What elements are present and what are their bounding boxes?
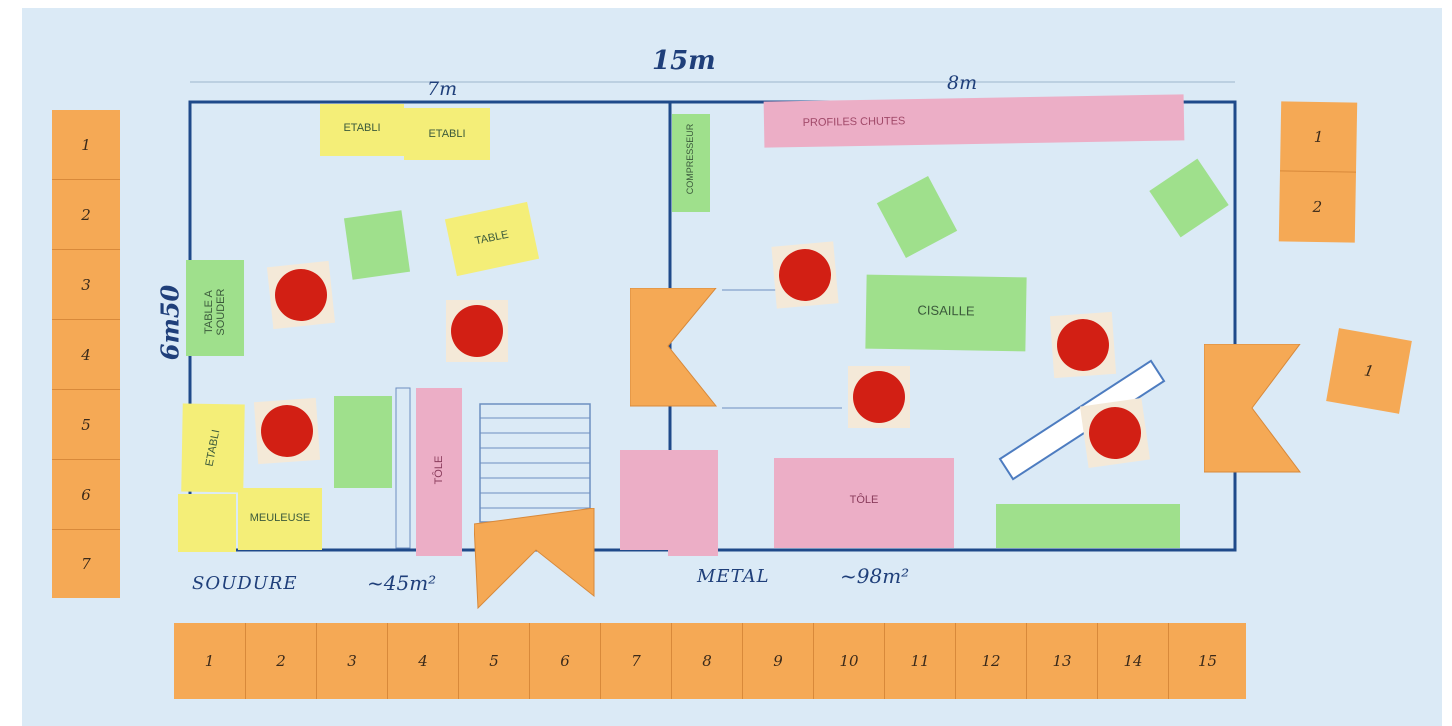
pink-block-1 bbox=[620, 450, 668, 550]
bottom-ruler-cell: 3 bbox=[317, 623, 388, 699]
bottom-ruler-cell: 2 bbox=[246, 623, 317, 699]
left-ruler-cell: 2 bbox=[52, 180, 120, 250]
left-ruler-cell: 5 bbox=[52, 390, 120, 460]
profiles-chutes: PROFILES CHUTES bbox=[763, 94, 1185, 148]
etabli-top-1: ETABLI bbox=[320, 104, 404, 156]
bottom-ruler-cell: 14 bbox=[1098, 623, 1169, 699]
bottom-ruler-cell: 9 bbox=[743, 623, 814, 699]
right-width-label: 8m bbox=[947, 72, 978, 94]
right-single-square: 1 bbox=[1326, 328, 1412, 414]
etabli-left-label: ETABLI bbox=[203, 428, 223, 468]
zone-soudure-area: ~45m² bbox=[367, 571, 437, 595]
compresseur-label: COMPRESSEUR bbox=[685, 123, 696, 195]
red-dot bbox=[259, 403, 315, 459]
machine-dot bbox=[848, 366, 910, 428]
cisaille: CISAILLE bbox=[865, 274, 1027, 352]
etabli-top-1-label: ETABLI bbox=[343, 122, 381, 134]
etabli-top-2: ETABLI bbox=[404, 108, 490, 160]
door-left-partition bbox=[630, 288, 718, 407]
tole-left-label: TÔLE bbox=[432, 455, 445, 485]
yellow-block bbox=[178, 494, 236, 552]
machine-dot bbox=[1049, 311, 1117, 379]
green-note-small-1 bbox=[343, 210, 411, 280]
red-dot bbox=[451, 305, 503, 357]
bottom-ruler-cell: 8 bbox=[672, 623, 743, 699]
tole-left: TÔLE bbox=[416, 388, 462, 556]
right-ruler-cell: 1 bbox=[1280, 101, 1358, 173]
tole-right: TÔLE bbox=[774, 458, 954, 548]
staircase bbox=[479, 403, 591, 523]
left-width-label: 7m bbox=[427, 78, 458, 100]
zone-metal-area: ~98m² bbox=[840, 564, 910, 588]
green-note-tall-left bbox=[334, 396, 392, 488]
zone-soudure-label: SOUDURE bbox=[192, 573, 298, 594]
machine-dot bbox=[253, 397, 321, 465]
bottom-ruler: 1 2 3 4 5 6 7 8 9 10 11 12 13 14 15 bbox=[174, 623, 1246, 699]
bottom-ruler-cell: 5 bbox=[459, 623, 530, 699]
right-ruler: 1 2 bbox=[1278, 101, 1358, 243]
green-note-bottom-right bbox=[996, 504, 1180, 548]
etabli-top-2-label: ETABLI bbox=[428, 128, 466, 140]
bottom-ruler-cell: 4 bbox=[388, 623, 459, 699]
bottom-ruler-cell: 1 bbox=[174, 623, 246, 699]
right-ruler-cell: 2 bbox=[1312, 197, 1323, 217]
zone-metal-label: METAL bbox=[697, 566, 770, 587]
profiles-chutes-label: PROFILES CHUTES bbox=[802, 115, 906, 129]
left-ruler-cell: 1 bbox=[52, 110, 120, 180]
door-right-wall bbox=[1204, 344, 1301, 473]
etabli-left: ETABLI bbox=[181, 403, 245, 493]
red-dot bbox=[1055, 317, 1111, 373]
red-dot bbox=[1085, 403, 1145, 463]
bottom-ruler-cell: 13 bbox=[1027, 623, 1098, 699]
left-ruler-cell: 6 bbox=[52, 460, 120, 530]
red-dot bbox=[776, 246, 834, 304]
bottom-ruler-cell: 7 bbox=[601, 623, 672, 699]
right-single-label: 1 bbox=[1362, 361, 1376, 381]
machine-dot bbox=[771, 241, 839, 309]
bottom-ruler-cell: 12 bbox=[956, 623, 1027, 699]
left-ruler-cell: 4 bbox=[52, 320, 120, 390]
left-ruler-cell: 3 bbox=[52, 250, 120, 320]
meuleuse: MEULEUSE bbox=[238, 488, 322, 550]
left-ruler: 1 2 3 4 5 6 7 bbox=[52, 110, 120, 598]
machine-dot bbox=[446, 300, 508, 362]
bottom-ruler-cell: 11 bbox=[885, 623, 956, 699]
machine-dot bbox=[266, 260, 336, 330]
tole-right-label: TÔLE bbox=[849, 494, 879, 506]
table-a-souder: TABLE A SOUDER bbox=[186, 260, 244, 356]
floor-plan-board: 15m 7m 8m 6m50 SOUDURE ~45m² METAL ~98m²… bbox=[22, 8, 1442, 726]
total-width-label: 15m bbox=[652, 46, 716, 76]
compresseur: COMPRESSEUR bbox=[672, 114, 710, 212]
table-top-label: TABLE bbox=[473, 228, 510, 248]
bottom-ruler-cell: 15 bbox=[1197, 652, 1218, 670]
bottom-ruler-cell: 6 bbox=[530, 623, 601, 699]
left-ruler-cell: 7 bbox=[81, 555, 91, 573]
table-a-souder-label: TABLE A SOUDER bbox=[202, 288, 227, 336]
red-dot bbox=[272, 266, 330, 324]
meuleuse-label: MEULEUSE bbox=[249, 512, 311, 524]
door-bottom-stairs bbox=[474, 508, 595, 610]
cisaille-label: CISAILLE bbox=[917, 302, 975, 319]
red-dot bbox=[853, 371, 905, 423]
height-label: 6m50 bbox=[155, 284, 185, 361]
pink-block-2 bbox=[668, 450, 718, 556]
bottom-ruler-cell: 10 bbox=[814, 623, 885, 699]
machine-dot bbox=[1079, 397, 1151, 469]
